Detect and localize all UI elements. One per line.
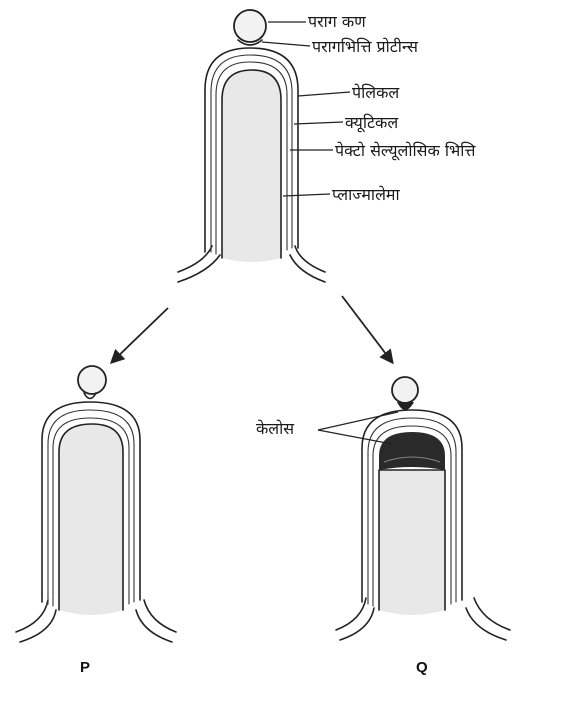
papilla-q [336, 377, 510, 640]
panel-label-p: P [80, 659, 90, 676]
label-pellicle: पेलिकल [352, 83, 400, 102]
panel-label-q: Q [416, 659, 428, 676]
label-pectocellulosic-wall: पेक्टो सेल्यूलोसिक भित्ति [335, 141, 476, 161]
label-pollen-grain: पराग कण [308, 12, 366, 31]
label-cuticle: क्यूटिकल [345, 113, 399, 133]
pollen-grain-top [234, 10, 266, 42]
callose-deposit [379, 432, 445, 470]
papilla-p [16, 366, 176, 642]
label-callose: केलोस [256, 419, 295, 438]
label-plasmalemma: प्लाज्मालेमा [332, 185, 400, 204]
labels-top: पराग कण परागभित्ति प्रोटीन्स पेलिकल क्यू… [262, 12, 476, 204]
arrow-to-q [342, 296, 392, 362]
papilla-top [178, 10, 325, 282]
label-pollen-wall-proteins: परागभित्ति प्रोटीन्स [312, 37, 419, 56]
pollen-grain-p [78, 366, 106, 394]
pollen-grain-q [392, 377, 418, 403]
arrow-to-p [112, 308, 168, 362]
